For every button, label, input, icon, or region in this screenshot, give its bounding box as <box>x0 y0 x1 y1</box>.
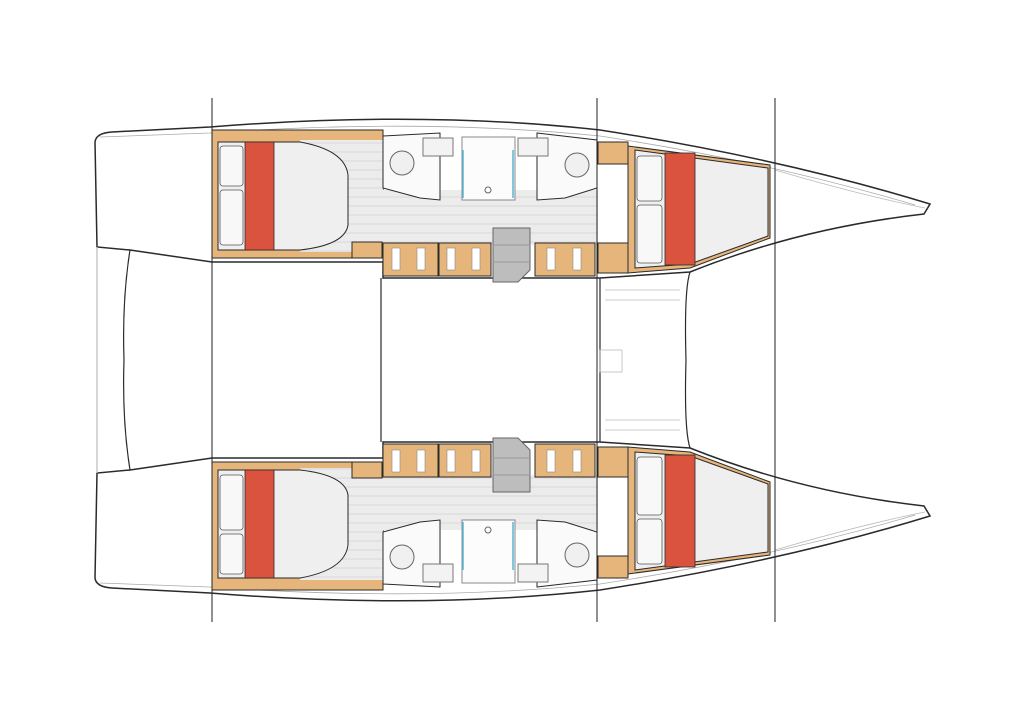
port-hull <box>94 118 931 283</box>
station-lines <box>211 98 776 622</box>
bridge-deck <box>96 247 691 473</box>
starboard-hull <box>94 437 931 602</box>
